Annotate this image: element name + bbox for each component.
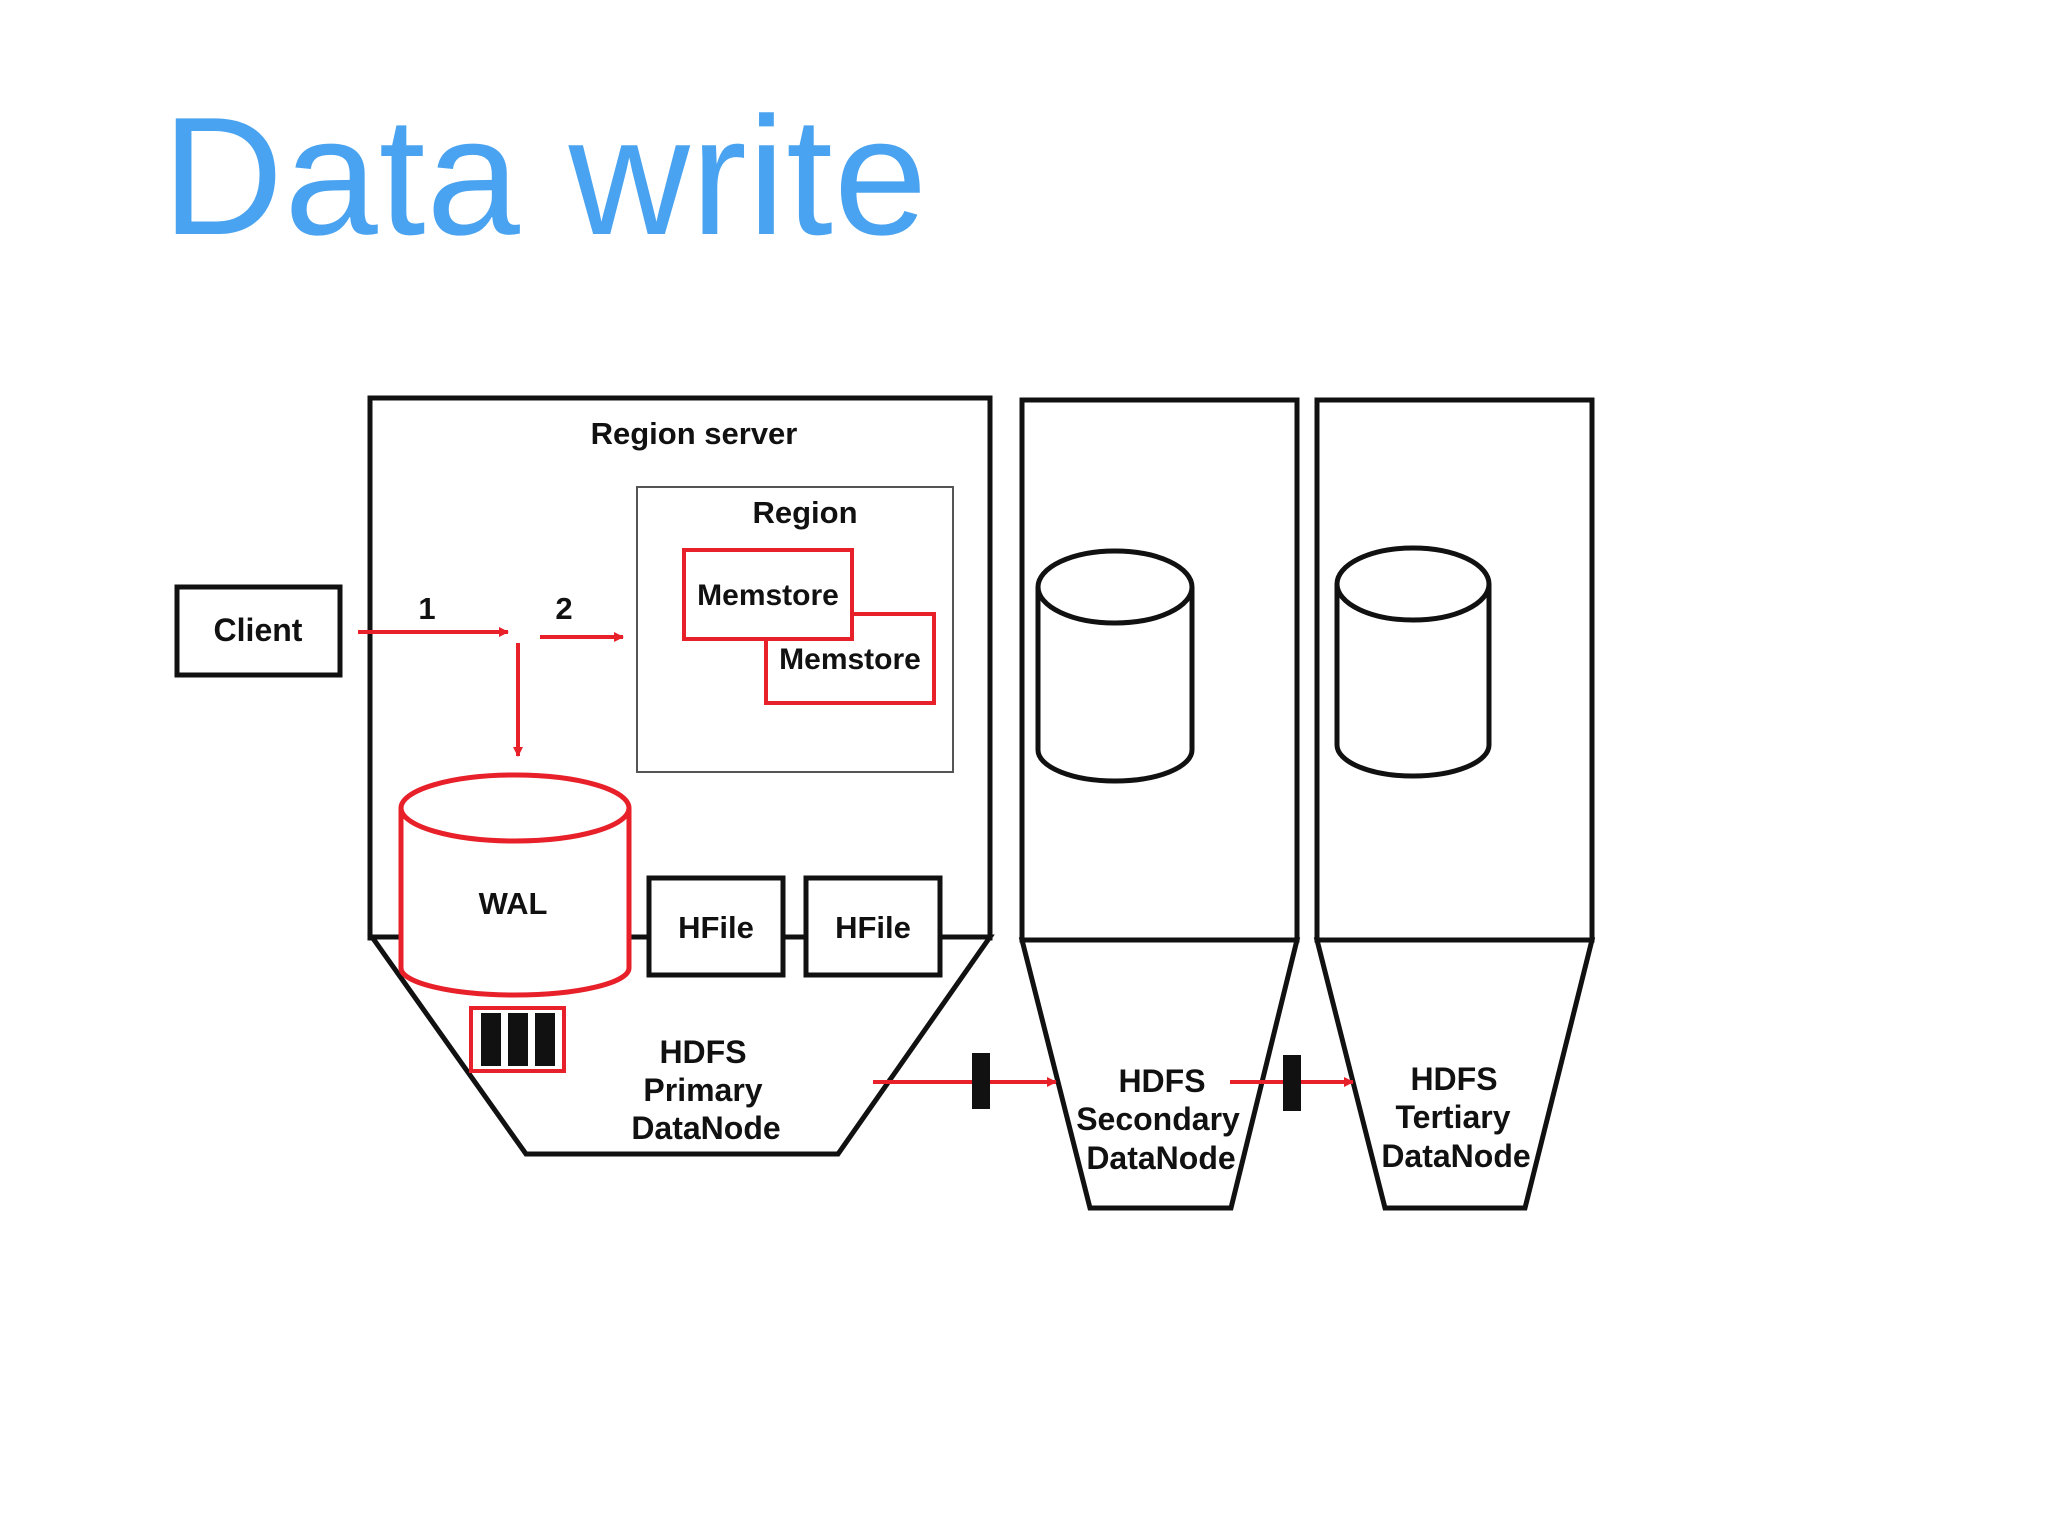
secondary-disk-cylinder <box>1035 548 1195 784</box>
primary-line-2: Primary <box>643 1072 762 1108</box>
wal-block-stack <box>469 1006 566 1073</box>
wal-label: WAL <box>479 886 548 921</box>
tertiary-line-3: DataNode <box>1381 1138 1530 1174</box>
tertiary-disk-cylinder <box>1334 545 1492 779</box>
wal-cylinder: WAL <box>398 772 632 998</box>
client-label: Client <box>214 612 303 648</box>
secondary-line-1: HDFS <box>1118 1063 1205 1099</box>
memstore-1-label: Memstore <box>697 579 839 612</box>
hfile-2-label: HFile <box>835 910 911 945</box>
hfile-1-label: HFile <box>678 910 754 945</box>
tertiary-node: HDFS Tertiary DataNode <box>1313 397 1596 1211</box>
step-1-label: 1 <box>418 591 435 626</box>
primary-line-1: HDFS <box>659 1034 746 1070</box>
pipeline-block-2 <box>1283 1055 1301 1111</box>
hfile-2: HFile <box>803 875 943 978</box>
client-box: Client <box>174 584 343 678</box>
slide-title: Data write <box>162 82 929 270</box>
secondary-node: HDFS Secondary DataNode <box>1018 397 1301 1211</box>
tertiary-line-1: HDFS <box>1410 1061 1497 1097</box>
pipeline-block-1 <box>972 1053 990 1109</box>
memstore-2-label: Memstore <box>779 643 921 676</box>
region-label: Region <box>752 495 857 530</box>
write-arrows: 1 2 <box>358 591 1354 1111</box>
tertiary-line-2: Tertiary <box>1395 1099 1510 1135</box>
secondary-line-2: Secondary <box>1076 1101 1240 1137</box>
primary-line-3: DataNode <box>631 1110 780 1146</box>
memstore-1: Memstore <box>682 548 854 641</box>
hfile-1: HFile <box>646 875 786 978</box>
secondary-line-3: DataNode <box>1086 1140 1235 1176</box>
region-server-label: Region server <box>591 416 798 451</box>
step-2-label: 2 <box>555 591 572 626</box>
